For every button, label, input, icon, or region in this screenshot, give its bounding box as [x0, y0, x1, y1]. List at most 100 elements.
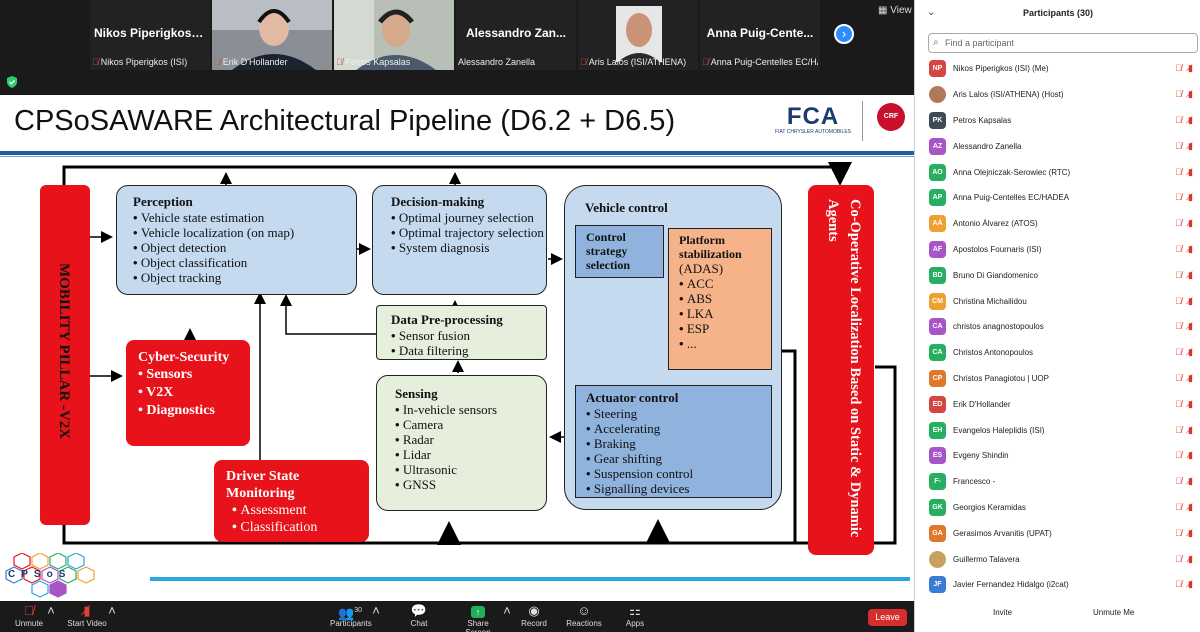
mic-muted-icon: 🎙̸ — [1175, 501, 1183, 512]
video-off-icon: ▮̸ — [1188, 321, 1193, 332]
reactions-button[interactable]: ☺ Reactions — [566, 603, 602, 628]
share-screen-button[interactable]: ↑ Share Screen — [455, 603, 501, 632]
mic-muted-icon: 🎙̸ — [1175, 89, 1183, 100]
avatar — [929, 550, 946, 568]
participant-name: Christos Panagiotou | UOP — [953, 373, 1049, 383]
cooperative-localization-label: Co-Operative Localization Based on Stati… — [825, 199, 863, 538]
mic-muted-icon: 🎙̸ — [1175, 424, 1183, 435]
share-options-chevron[interactable]: ˄ — [502, 603, 512, 619]
participant-row[interactable]: Aris Lalos (ISI/ATHENA) (Host)🎙̸▮̸ — [915, 82, 1200, 108]
participant-video — [334, 0, 454, 70]
participant-status-icons: 🎙̸▮̸ — [1175, 167, 1193, 178]
perception-item: Vehicle state estimation — [133, 210, 356, 225]
chat-label: Chat — [410, 619, 428, 628]
participants-button[interactable]: 👥30 Participants — [330, 603, 372, 628]
crf-logo: CRF — [877, 103, 905, 131]
mic-muted-icon: 🎙̸ — [580, 56, 587, 67]
avatar: F- — [929, 473, 946, 491]
video-tile[interactable]: 🎙̸Aris Lalos (ISI/ATHENA) — [578, 0, 698, 70]
participant-row[interactable]: F-Francesco -🎙̸▮̸ — [915, 469, 1200, 495]
avatar: BD — [929, 266, 946, 284]
unmute-button[interactable]: 🎙̸ Unmute — [14, 603, 44, 628]
video-tile[interactable]: 🎙̸Erik D'Hollander — [212, 0, 332, 70]
participant-name: Apostolos Fournaris (ISI) — [953, 244, 1042, 254]
video-off-icon: ▮̸ — [1188, 218, 1193, 229]
tile-caption-text: Aris Lalos (ISI/ATHENA) — [588, 56, 687, 67]
share-screen-label: Share Screen — [465, 619, 490, 632]
mic-muted-icon: 🎙̸ — [92, 56, 99, 67]
title-rule — [0, 151, 914, 155]
participant-row[interactable]: Guillermo Talavera🎙̸▮̸ — [915, 546, 1200, 572]
tile-caption-text: Anna Puig-Centelles EC/HA... — [710, 56, 818, 67]
avatar — [929, 86, 946, 104]
participant-status-icons: 🎙̸▮̸ — [1175, 296, 1193, 307]
tile-caption-text: Nikos Piperigkos (ISI) — [100, 56, 188, 67]
record-button[interactable]: ◉ Record — [520, 603, 548, 628]
mic-muted-icon: 🎙̸ — [1175, 553, 1183, 564]
apps-button[interactable]: ⚏ Apps — [624, 603, 646, 628]
chat-button[interactable]: 💬 Chat — [407, 603, 431, 628]
unmute-me-button[interactable]: Unmute Me — [1093, 608, 1135, 617]
participant-status-icons: 🎙̸▮̸ — [1175, 502, 1193, 513]
perception-list: Vehicle state estimation Vehicle localiz… — [133, 210, 356, 285]
view-button[interactable]: ▦ View — [878, 5, 912, 16]
video-off-icon: ▮̸ — [1188, 140, 1193, 151]
video-tile[interactable]: Nikos Piperigkos (I... 🎙̸Nikos Piperigko… — [90, 0, 210, 70]
decision-making-box: Decision-making Optimal journey selectio… — [372, 185, 547, 295]
video-off-icon: ▮̸ — [83, 603, 91, 618]
video-tile-active-speaker[interactable]: 🎙̸Petros Kapsalas — [334, 0, 454, 70]
participant-status-icons: 🎙̸▮̸ — [1175, 141, 1193, 152]
leave-button[interactable]: Leave — [868, 609, 907, 626]
participant-name: Christina Michailidou — [953, 296, 1027, 306]
cyber-list: Sensors V2X Diagnostics — [138, 366, 250, 420]
platform-item: ... — [679, 336, 771, 351]
control-strategy-box: Control strategy selection — [575, 225, 664, 278]
avatar: AZ — [929, 137, 946, 155]
participants-options-chevron[interactable]: ˄ — [371, 603, 381, 619]
mic-muted-icon: 🎙̸ — [1175, 269, 1183, 280]
video-off-icon: ▮̸ — [1188, 476, 1193, 487]
cpsosaware-logo-letters: CPSoS — [8, 569, 72, 580]
video-tile[interactable]: Anna Puig-Cente... 🎙̸Anna Puig-Centelles… — [700, 0, 820, 70]
encryption-shield-icon[interactable] — [6, 76, 18, 88]
video-tile[interactable]: Alessandro Zan... Alessandro Zanella — [456, 0, 576, 70]
mic-muted-icon: 🎙̸ — [1175, 398, 1183, 409]
video-options-chevron[interactable]: ˄ — [107, 603, 117, 619]
start-video-button[interactable]: ▮̸ Start Video — [67, 603, 107, 628]
participants-panel-title: Participants (30) — [1022, 8, 1094, 18]
avatar: AO — [929, 163, 946, 181]
driver-title: Driver State Monitoring — [226, 469, 300, 501]
participant-name: Nikos Piperigkos (ISI) (Me) — [953, 64, 1049, 74]
participant-status-icons: 🎙̸▮̸ — [1175, 579, 1193, 590]
audio-options-chevron[interactable]: ˄ — [46, 603, 56, 619]
avatar: GK — [929, 498, 946, 516]
participant-search-input[interactable]: ⌕ Find a participant — [928, 33, 1198, 53]
perception-item: Object detection — [133, 240, 356, 255]
mic-muted-icon: 🎙̸ — [24, 603, 34, 618]
collapse-panel-chevron[interactable]: ⌄ — [927, 0, 935, 26]
invite-button[interactable]: Invite — [993, 608, 1013, 617]
participants-panel: ⌄ Participants (30) ⌕ Find a participant… — [914, 0, 1200, 632]
meeting-toolbar: 🎙̸ Unmute ˄ ▮̸ Start Video ˄ 👥30 Partici… — [0, 601, 914, 632]
video-off-icon: ▮̸ — [1188, 243, 1193, 254]
next-page-button[interactable]: › — [834, 24, 854, 44]
driver-item: Assessment — [232, 502, 369, 519]
